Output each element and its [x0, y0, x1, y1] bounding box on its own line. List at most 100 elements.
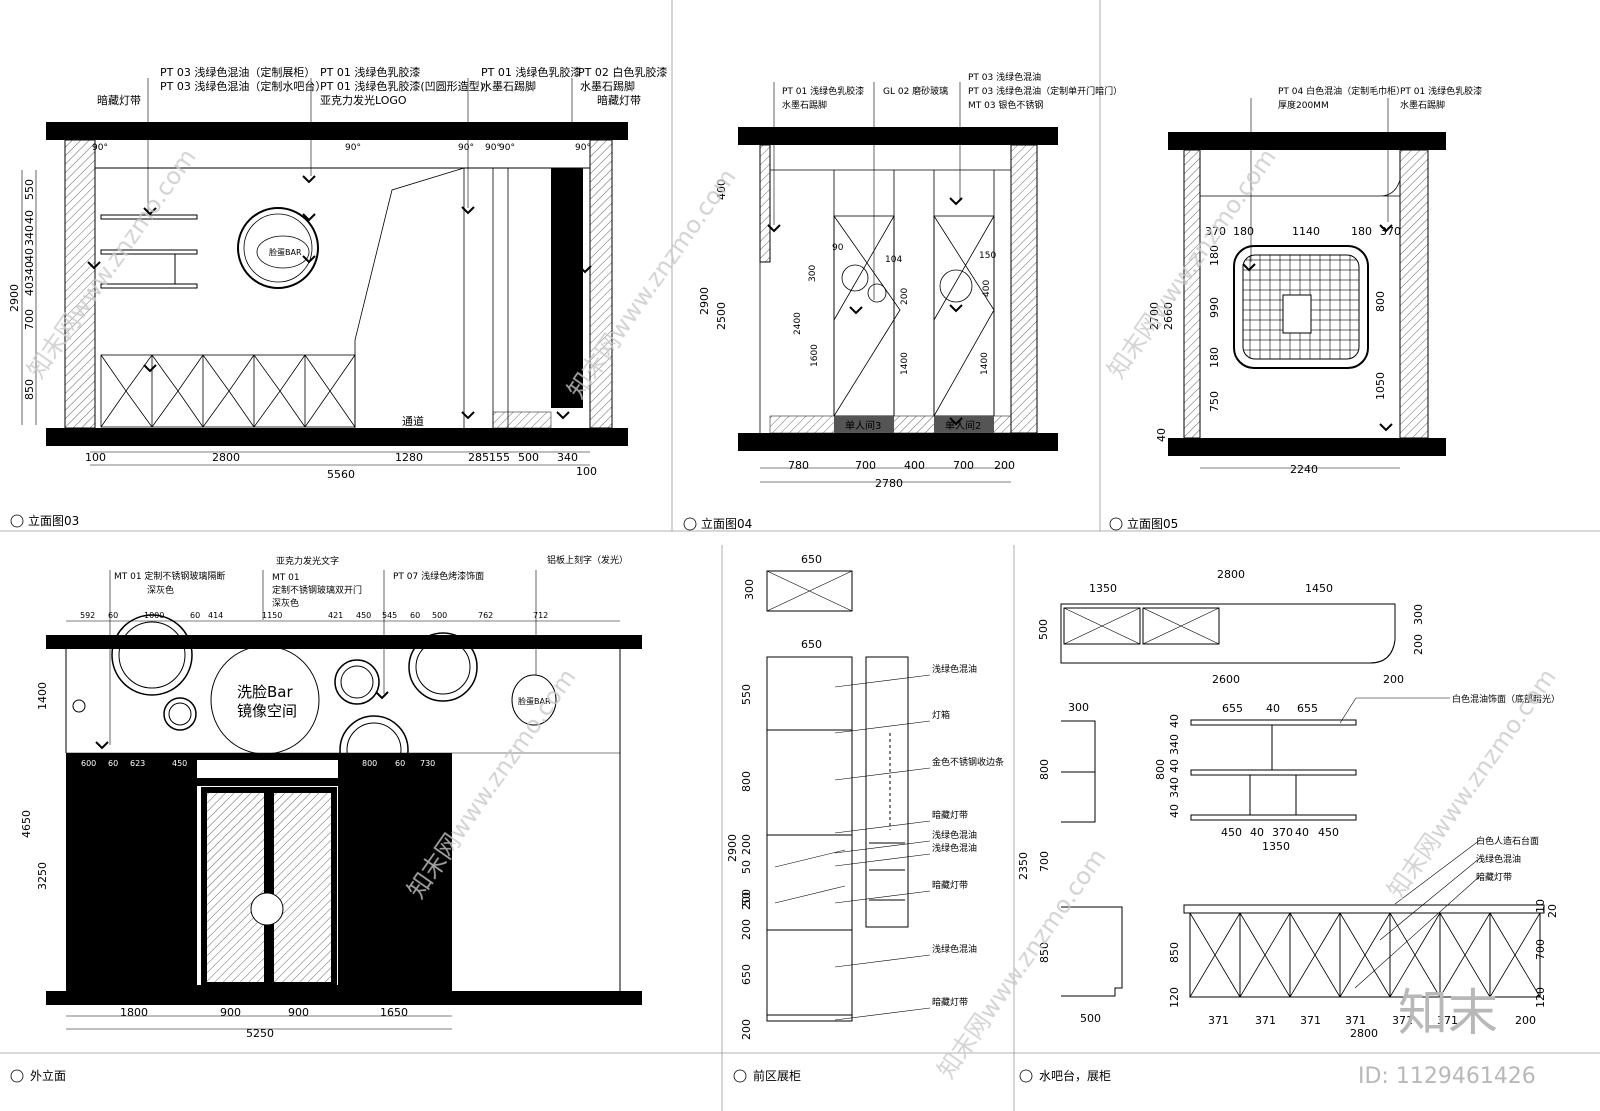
door-swing	[1189, 912, 1241, 998]
dim: 340	[1168, 777, 1181, 798]
dim: 650	[801, 553, 822, 566]
dim: 155	[489, 451, 510, 464]
note-05-2: PT 01 浅绿色乳胶漆	[1400, 85, 1482, 97]
panel-elevation-03: 脸蛋BAR 通道 暗藏灯带 PT 03 浅绿色混油（定制展柜） PT 03 浅绿…	[8, 65, 667, 528]
note-06-3: MT 01	[272, 573, 300, 583]
dim: 650	[801, 638, 822, 651]
dim: 300	[743, 579, 756, 600]
door-swing	[1489, 912, 1541, 998]
door-swing	[1439, 912, 1491, 998]
note-06-1: 深灰色	[147, 584, 174, 596]
note-03-4: PT 01 浅绿色乳胶漆(凹圆形造型)	[320, 79, 484, 93]
dim: 712	[533, 611, 548, 620]
room-label: 单人间2	[945, 419, 981, 432]
dim: 1800	[120, 1006, 148, 1019]
door-swing	[1339, 912, 1391, 998]
dim: 780	[788, 459, 809, 472]
note-07: 暗藏灯带	[932, 996, 968, 1008]
angle-label: 90°	[485, 143, 501, 153]
note-03-5: 亚克力发光LOGO	[320, 93, 407, 107]
dim: 40	[23, 282, 36, 296]
note-06-6: PT 07 浅绿色烤漆饰面	[393, 570, 484, 582]
note-07: 暗藏灯带	[932, 879, 968, 891]
leader-line	[834, 853, 931, 867]
door-swing	[1239, 912, 1291, 998]
dim: 285	[468, 451, 489, 464]
dim: 450	[356, 611, 371, 620]
dim: 370	[1205, 225, 1226, 238]
note-03-9: 水墨石踢脚	[580, 79, 635, 93]
dim: 500	[518, 451, 539, 464]
dim: 40	[1155, 428, 1168, 442]
dim: 800	[740, 771, 753, 792]
dim: 2500	[715, 302, 728, 330]
dim: 450	[1221, 826, 1242, 839]
dim: 850	[23, 379, 36, 400]
dim: 371	[1345, 1014, 1366, 1027]
dim: 340	[23, 261, 36, 282]
note-06-2: 亚克力发光文字	[276, 555, 339, 567]
sign-line-1: 洗脸Bar	[237, 683, 293, 701]
dim: 180	[1208, 347, 1221, 368]
note-04-4: PT 03 浅绿色混油（定制单开门暗门）	[968, 85, 1122, 97]
dim: 700	[1038, 851, 1051, 872]
note-07: 浅绿色混油	[932, 842, 977, 854]
dim: 3250	[36, 862, 49, 890]
dim: 40	[23, 210, 36, 224]
sign-line-2: 镜像空间	[237, 702, 297, 720]
note-07: 浅绿色混油	[932, 829, 977, 841]
dim: 1400	[980, 352, 990, 375]
dim: 500	[432, 611, 447, 620]
dim: 592	[80, 611, 95, 620]
dim: 100	[85, 451, 106, 464]
dim: 50	[740, 860, 753, 874]
dim: 340	[557, 451, 578, 464]
dim: 100	[576, 465, 597, 478]
dim: 5560	[327, 468, 355, 481]
dim: 371	[1255, 1014, 1276, 1027]
dim: 300	[1068, 701, 1089, 714]
room-label: 单人间3	[845, 419, 881, 432]
dim: 5250	[246, 1027, 274, 1040]
note-07: 暗藏灯带	[932, 809, 968, 821]
cabinet-door	[1489, 912, 1541, 998]
angle-label: 90°	[575, 143, 591, 153]
dim: 800	[362, 759, 377, 768]
note-04-0: PT 01 浅绿色乳胶漆	[782, 85, 864, 97]
dim: 1000	[144, 611, 164, 620]
note-05-3: 水墨石踢脚	[1400, 99, 1445, 111]
dim: 550	[740, 684, 753, 705]
dim: 1150	[262, 759, 282, 768]
note-06-7: 铝板上刻字（发光）	[547, 554, 628, 566]
dim: 40	[1250, 826, 1264, 839]
dim: 340	[1168, 734, 1181, 755]
dim: 2900	[726, 834, 739, 862]
dim: 400	[715, 179, 728, 200]
dim: 370	[1380, 225, 1401, 238]
dim: 414	[208, 611, 223, 620]
dim: 104	[885, 255, 902, 265]
dim: 550	[23, 179, 36, 200]
leader-line	[834, 890, 931, 904]
note-03-3: PT 01 浅绿色乳胶漆	[320, 65, 420, 79]
dim: 990	[1208, 297, 1221, 318]
dim: 655	[1222, 702, 1243, 715]
dim: 200	[1383, 673, 1404, 686]
dim: 850	[1168, 942, 1181, 963]
dim: 2660	[1162, 302, 1175, 330]
angle-label: 90°	[92, 143, 108, 153]
dim: 700	[855, 459, 876, 472]
note-06-5: 深灰色	[272, 597, 299, 609]
id-watermark: ID: 1129461426	[1358, 1064, 1536, 1089]
dim: 180	[1351, 225, 1372, 238]
panel-front-display-cabinet: 浅绿色混油灯箱金色不锈钢收边条暗藏灯带浅绿色混油浅绿色混油暗藏灯带浅绿色混油暗藏…	[726, 553, 1004, 1083]
dim: 325	[312, 759, 327, 768]
dim: 371	[1392, 1014, 1413, 1027]
dim: 600	[81, 759, 96, 768]
dim: 200	[900, 288, 910, 305]
panel-06-logo: 脸蛋BAR	[518, 696, 551, 706]
dim: 900	[220, 1006, 241, 1019]
note-08-3: 暗藏灯带	[1476, 871, 1512, 883]
dim: 40	[1168, 804, 1181, 818]
